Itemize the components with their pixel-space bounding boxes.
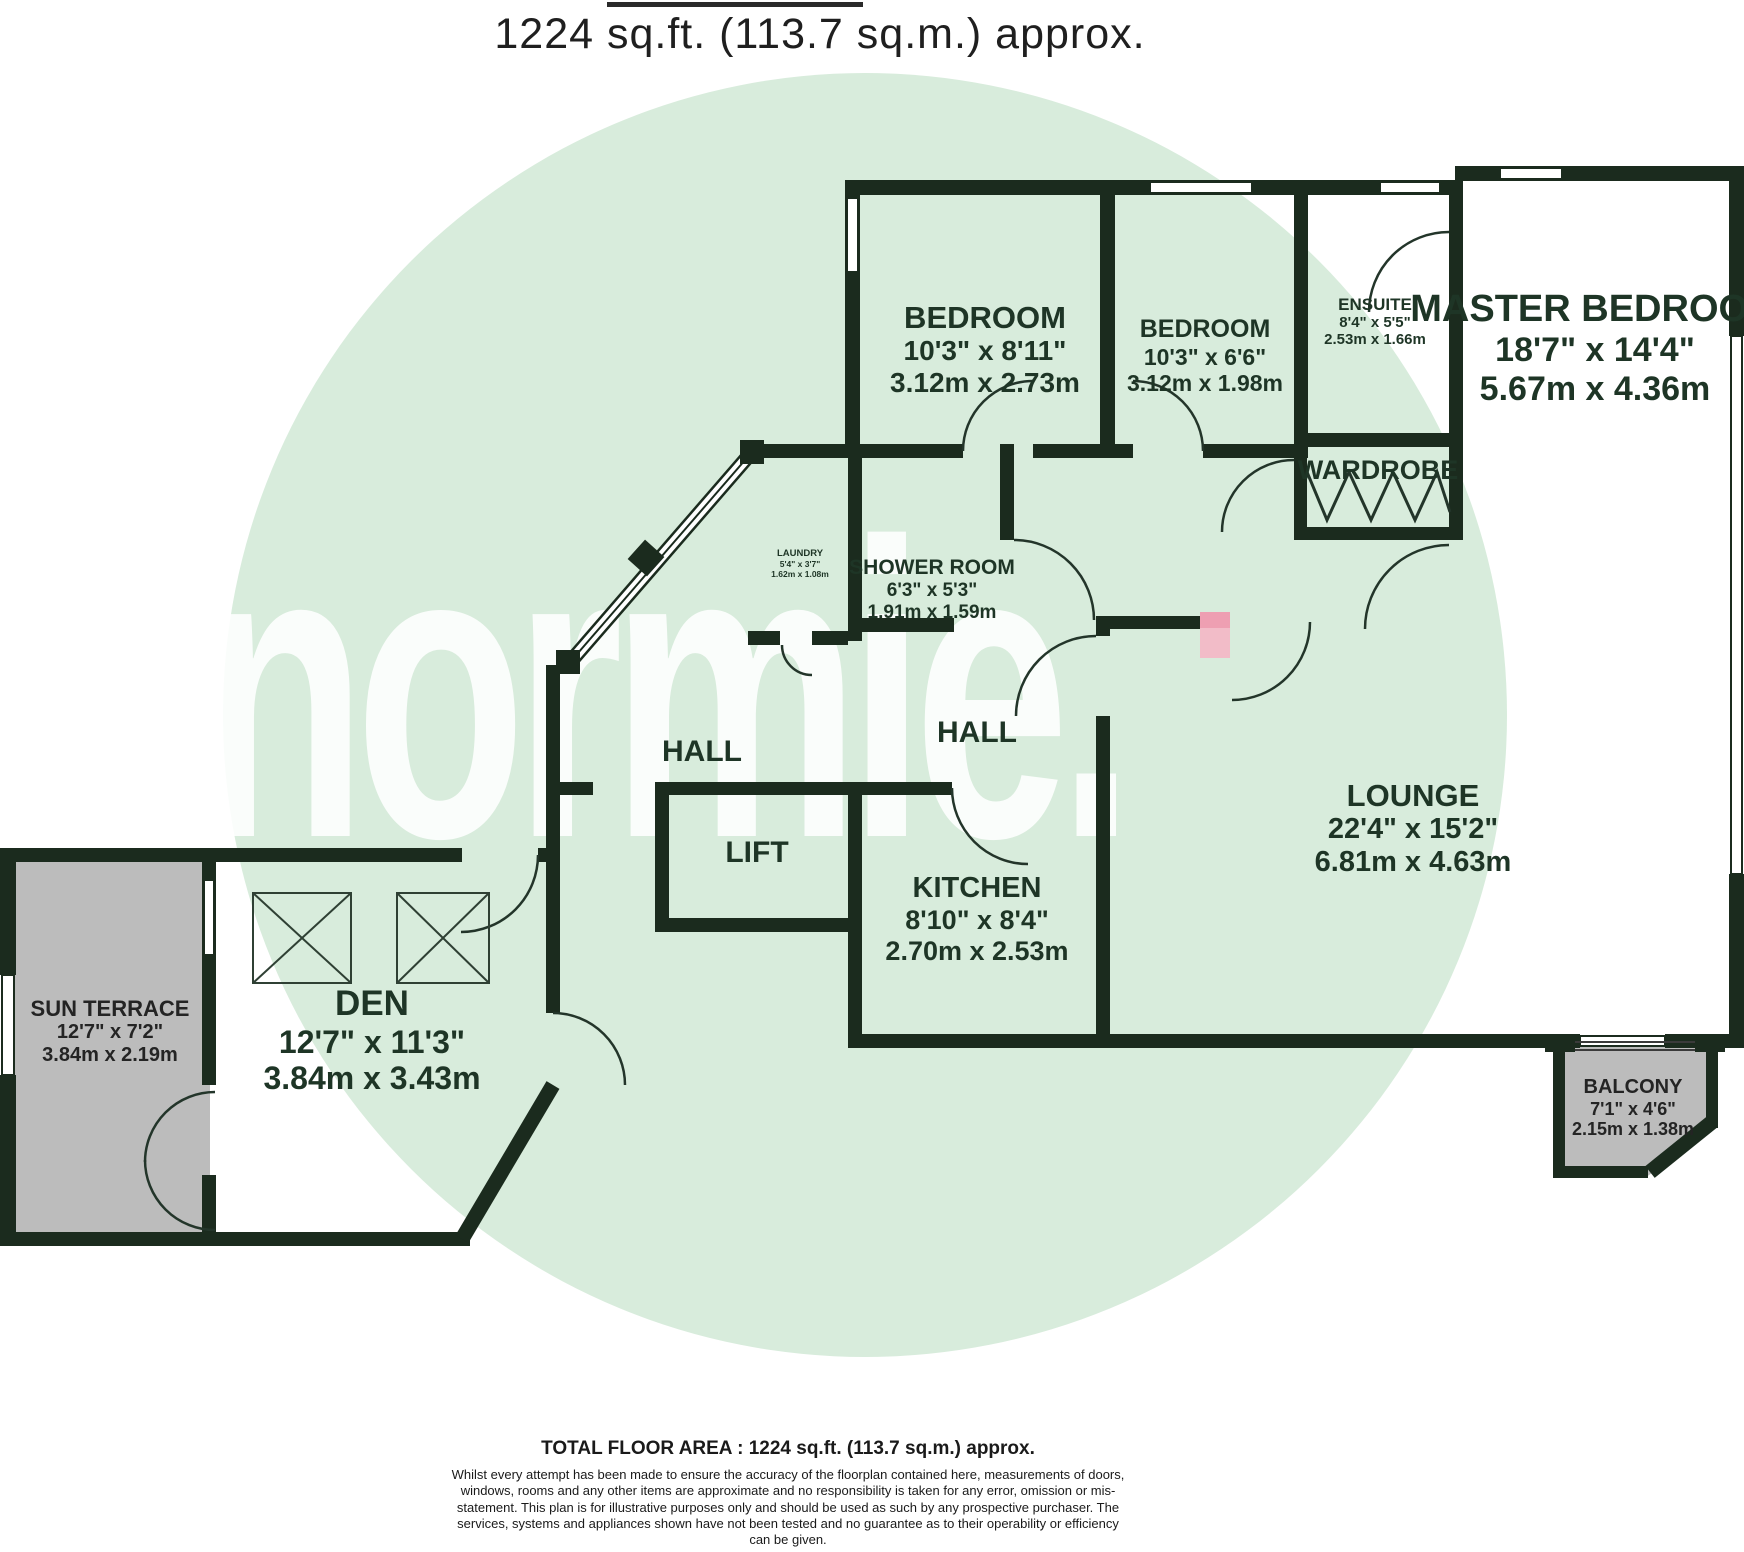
room-imperial: 5'4" x 3'7": [779, 558, 821, 569]
room-imperial: 8'10" x 8'4": [905, 905, 1049, 936]
diagonal-window: [556, 440, 764, 674]
room-name: LOUNGE: [1346, 778, 1480, 813]
room-imperial: 12'7" x 11'3": [278, 1023, 466, 1060]
room-label-den: DEN 12'7" x 11'3" 3.84m x 3.43m: [263, 984, 480, 1097]
room-name: BALCONY: [1583, 1076, 1683, 1098]
room-imperial: 18'7" x 14'4": [1495, 331, 1695, 370]
top-crop-line: [607, 2, 863, 7]
room-metric: 2.70m x 2.53m: [885, 935, 1069, 966]
area-label-hall-left: HALL: [662, 735, 742, 769]
room-name: KITCHEN: [912, 872, 1042, 904]
room-label-sun-terrace: SUN TERRACE 12'7" x 7'2" 3.84m x 2.19m: [31, 996, 190, 1067]
room-name: SUN TERRACE: [30, 996, 190, 1021]
room-metric: 3.12m x 1.98m: [1126, 369, 1284, 396]
room-imperial: 10'3" x 8'11": [903, 335, 1067, 367]
watermark-circle: [223, 73, 1507, 1357]
room-imperial: 7'1" x 4'6": [1590, 1098, 1676, 1119]
area-name: WARDROBE: [1297, 455, 1459, 485]
door-arcs: [143, 230, 1450, 1232]
room-metric: 2.15m x 1.38m: [1571, 1119, 1695, 1140]
room-label-ensuite: ENSUITE 8'4" x 5'5" 2.53m x 1.66m: [1324, 295, 1426, 349]
area-label-wardrobe: WARDROBE: [1298, 455, 1459, 486]
angled-walls: [455, 1081, 1717, 1243]
room-imperial: 22'4" x 15'2": [1327, 813, 1499, 846]
room-name: BEDROOM: [904, 300, 1066, 335]
room-label-bedroom2: BEDROOM 10'3" x 6'6" 3.12m x 1.98m: [1127, 315, 1283, 396]
room-label-balcony: BALCONY 7'1" x 4'6" 2.15m x 1.38m: [1572, 1076, 1694, 1140]
area-label-lift: LIFT: [725, 836, 788, 870]
room-label-bedroom1: BEDROOM 10'3" x 8'11" 3.12m x 2.73m: [890, 300, 1080, 399]
den-skylight-boxes: [252, 892, 490, 984]
balcony-railing: [1575, 1041, 1695, 1051]
sun-terrace-fill: [8, 855, 210, 1239]
room-name: BEDROOM: [1139, 315, 1271, 343]
footer: TOTAL FLOOR AREA : 1224 sq.ft. (113.7 sq…: [0, 1438, 1576, 1548]
room-metric: 3.12m x 2.73m: [890, 367, 1080, 399]
room-metric: 5.67m x 4.36m: [1479, 370, 1711, 409]
room-label-shower-room: SHOWER ROOM 6'3" x 5'3" 1.91m x 1.59m: [849, 556, 1015, 623]
room-imperial: 6'3" x 5'3": [886, 579, 978, 601]
room-metric: 6.81m x 4.63m: [1314, 846, 1512, 879]
room-label-kitchen: KITCHEN 8'10" x 8'4" 2.70m x 2.53m: [885, 872, 1068, 967]
room-label-laundry: LAUNDRY 5'4" x 3'7" 1.62m x 1.08m: [771, 548, 829, 579]
room-name: SHOWER ROOM: [849, 556, 1015, 579]
room-metric: 1.91m x 1.59m: [867, 601, 997, 623]
room-imperial: 12'7" x 7'2": [56, 1021, 164, 1044]
room-name: DEN: [335, 984, 409, 1023]
room-metric: 1.62m x 1.08m: [771, 568, 829, 579]
room-metric: 3.84m x 3.43m: [263, 1060, 481, 1097]
room-metric: 2.53m x 1.66m: [1324, 331, 1426, 349]
area-label-hall-right: HALL: [937, 716, 1017, 750]
room-metric: 3.84m x 2.19m: [42, 1043, 178, 1066]
room-name: ENSUITE: [1338, 295, 1412, 314]
room-label-master-bedroom: MASTER BEDROOM 18'7" x 14'4" 5.67m x 4.3…: [1410, 288, 1744, 409]
room-imperial: 8'4" x 5'5": [1339, 314, 1411, 332]
room-name: MASTER BEDROOM: [1410, 288, 1744, 330]
wardrobe-zigzag: [1305, 467, 1452, 524]
page-title: 1224 sq.ft. (113.7 sq.m.) approx.: [494, 10, 1146, 58]
room-label-lounge: LOUNGE 22'4" x 15'2" 6.81m x 4.63m: [1315, 778, 1512, 879]
area-name: LIFT: [725, 836, 789, 869]
disclaimer-text: Whilst every attempt has been made to en…: [451, 1467, 1125, 1547]
area-name: HALL: [937, 716, 1017, 749]
room-name: LAUNDRY: [776, 548, 824, 559]
radiator-marker: [1200, 612, 1230, 658]
area-name: HALL: [662, 735, 742, 768]
room-imperial: 10'3" x 6'6": [1143, 343, 1267, 370]
total-floor-area: TOTAL FLOOR AREA : 1224 sq.ft. (113.7 sq…: [541, 1438, 1035, 1459]
